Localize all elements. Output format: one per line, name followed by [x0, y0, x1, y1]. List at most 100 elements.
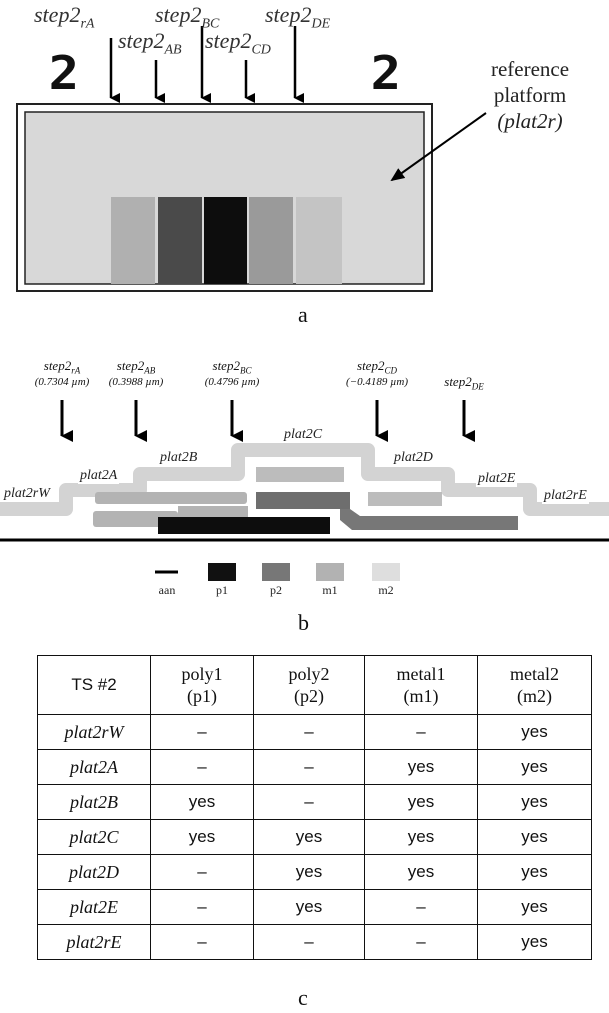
table-row: plat2E–yes–yes [37, 889, 592, 925]
panel-letter-a: a [298, 302, 308, 327]
table-corner-cell: TS #2 [37, 655, 151, 715]
legend-label-aan: aan [158, 583, 176, 597]
table-cell: yes [364, 854, 478, 890]
block-p1-center [204, 197, 247, 284]
panel-letter-c: c [298, 985, 308, 1010]
plat-label-plat2D: plat2D [392, 450, 435, 466]
table-row: plat2rW–––yes [37, 714, 592, 750]
block-p2-right [249, 197, 293, 284]
label-step2BC: step2BC [155, 2, 220, 32]
table-cell: yes [477, 924, 592, 960]
table-cell: yes [477, 714, 592, 750]
table-cell: yes [150, 784, 254, 820]
arrow-reference-platform [390, 112, 487, 182]
block-m1-right [296, 197, 342, 284]
legend-label-m1: m1 [322, 583, 338, 597]
row-label: plat2A [37, 749, 151, 785]
layer-m1-top [256, 467, 344, 482]
legend-swatch-m2 [372, 563, 400, 581]
column-header-metal1: metal1(m1) [364, 655, 478, 715]
table-cell: – [364, 924, 478, 960]
table-cell: yes [477, 854, 592, 890]
table-cell: – [253, 924, 365, 960]
legend-label-m2: m2 [378, 583, 394, 597]
legend-swatch-p2 [262, 563, 290, 581]
label-b-step2AB: step2AB (0.3988 µm) [108, 358, 164, 388]
column-header-poly1: poly1(p1) [150, 655, 254, 715]
legend-label-p1: p1 [216, 583, 228, 597]
table-cell: – [253, 714, 365, 750]
row-label: plat2E [37, 889, 151, 925]
plat-label-plat2rW: plat2rW [2, 486, 52, 502]
row-label: plat2rE [37, 924, 151, 960]
layer-m1-left-lower [93, 511, 178, 527]
table-cell: – [150, 714, 254, 750]
table-row: plat2rE–––yes [37, 924, 592, 960]
layer-table: TS #2 poly1(p1) poly2(p2) metal1(m1) met… [37, 655, 592, 960]
panel-b-cross-section: step2rA (0.7304 µm) step2AB (0.3988 µm) … [0, 330, 609, 650]
glyph-2-right: 2 [370, 46, 402, 100]
table-cell: – [364, 714, 478, 750]
plat-label-plat2C: plat2C [282, 427, 325, 443]
label-step2CD: step2CD [205, 28, 271, 58]
legend-swatch-p1 [208, 563, 236, 581]
table-cell: yes [477, 819, 592, 855]
plat-label-plat2rE: plat2rE [542, 488, 589, 504]
label-b-step2rA: step2rA (0.7304 µm) [34, 358, 90, 388]
panel-a-top-view: 2 2 step2rA step2AB step2BC step2CD step… [0, 0, 609, 330]
table-cell: yes [364, 784, 478, 820]
layer-m1-right [368, 492, 442, 506]
row-label: plat2C [37, 819, 151, 855]
panel-a-drawing [16, 26, 487, 292]
plat-label-plat2B: plat2B [158, 450, 200, 466]
plat-label-plat2E: plat2E [476, 471, 518, 487]
row-label: plat2D [37, 854, 151, 890]
label-b-step2CD: step2CD (−0.4189 µm) [345, 358, 409, 388]
row-label: plat2B [37, 784, 151, 820]
layer-p2-right [340, 509, 518, 530]
table-cell: – [364, 889, 478, 925]
table-cell: – [150, 749, 254, 785]
table-cell: yes [253, 854, 365, 890]
plat-label-plat2A: plat2A [78, 468, 120, 484]
panel-b-drawing [0, 400, 609, 581]
layer-m1-left-upper [95, 492, 247, 504]
column-header-metal2: metal2(m2) [477, 655, 592, 715]
table-cell: yes [477, 784, 592, 820]
table-cell: – [150, 854, 254, 890]
panel-letter-b: b [298, 610, 309, 635]
layer-m2-outline [0, 443, 609, 516]
label-step2rA: step2rA [34, 2, 95, 32]
layer-p1 [158, 517, 330, 534]
table-cell: yes [477, 749, 592, 785]
legend-swatch-m1 [316, 563, 344, 581]
reference-platform-label: reference platform (plat2r) [490, 57, 570, 133]
label-b-step2BC: step2BC (0.4796 µm) [204, 358, 260, 388]
legend-label-p2: p2 [270, 583, 282, 597]
table-cell: yes [253, 889, 365, 925]
column-header-poly2: poly2(p2) [253, 655, 365, 715]
table-cell: yes [364, 819, 478, 855]
table-header-row: TS #2 poly1(p1) poly2(p2) metal1(m1) met… [37, 655, 592, 715]
block-m1-left [111, 197, 155, 284]
table-cell: yes [477, 889, 592, 925]
label-b-step2DE: step2DE [444, 374, 484, 392]
table-cell: yes [253, 819, 365, 855]
label-step2DE: step2DE [265, 2, 331, 32]
table-cell: – [253, 749, 365, 785]
block-p2-left [158, 197, 202, 284]
table-cell: – [253, 784, 365, 820]
table-cell: – [150, 889, 254, 925]
table-cell: yes [364, 749, 478, 785]
layer-p2-center [256, 492, 350, 509]
table-cell: – [150, 924, 254, 960]
table-cell: yes [150, 819, 254, 855]
row-label: plat2rW [37, 714, 151, 750]
label-step2AB: step2AB [118, 28, 182, 58]
glyph-2-left: 2 [48, 46, 80, 100]
